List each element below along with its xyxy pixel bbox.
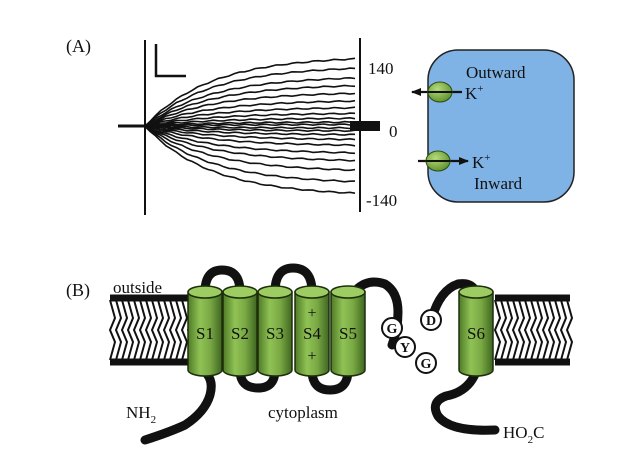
current-trace	[144, 76, 356, 128]
loop-s2-s3	[235, 365, 280, 393]
current-trace	[144, 124, 356, 172]
lipid-tail	[529, 299, 538, 361]
current-traces	[144, 57, 380, 194]
filter-residue-g: G	[381, 317, 403, 339]
lipid-bilayer	[108, 294, 574, 366]
helix-label: S4	[303, 324, 321, 343]
n-terminus-label: NH2	[126, 403, 156, 426]
voltage-label-bottom: -140	[366, 191, 397, 210]
loop-s4-s5	[307, 365, 353, 395]
lipid-tail	[156, 299, 165, 361]
svg-text:D: D	[426, 314, 436, 329]
current-trace	[144, 125, 356, 136]
svg-text:Y: Y	[400, 341, 410, 356]
helix-s2: S2	[222, 285, 258, 377]
lipid-tail	[535, 299, 544, 361]
filter-residue-d: D	[420, 309, 442, 331]
lipid-tail	[547, 299, 556, 361]
lipid-tail	[541, 299, 550, 361]
outward-label: Outward	[466, 63, 526, 82]
lipid-tail	[120, 299, 129, 361]
lipid-tail	[132, 299, 141, 361]
lipid-tail	[565, 299, 574, 361]
voltage-label-top: 140	[368, 59, 394, 78]
inward-ion-label: K+	[472, 152, 491, 172]
cytoplasm-label: cytoplasm	[268, 403, 338, 422]
current-trace	[144, 120, 356, 127]
helix-label: S6	[467, 324, 485, 343]
current-trace	[144, 67, 356, 128]
current-trace	[144, 116, 356, 128]
n-terminus-chain	[140, 367, 216, 445]
scale-bar	[154, 44, 186, 78]
panel-b-label: (B)	[66, 280, 90, 301]
lipid-tail	[517, 299, 526, 361]
s4-charge: +	[307, 348, 316, 365]
lipid-tail	[108, 299, 117, 361]
helix-s4: S4	[294, 285, 330, 377]
inward-label: Inward	[474, 174, 523, 193]
helix-s6: S6	[458, 285, 494, 377]
panel-a-label: (A)	[66, 36, 91, 57]
current-trace	[144, 99, 356, 127]
loop-s1-s2	[200, 265, 245, 297]
current-trace	[144, 124, 356, 162]
lipid-tail	[511, 299, 520, 361]
svg-text:G: G	[421, 357, 432, 372]
current-trace	[144, 125, 356, 155]
current-trace	[144, 57, 356, 127]
c-terminus-label: HO2C	[503, 423, 544, 446]
svg-text:G: G	[387, 322, 398, 337]
lipid-tail	[499, 299, 508, 361]
lipid-tail	[144, 299, 153, 361]
current-trace	[144, 123, 356, 128]
helix-label: S2	[231, 324, 249, 343]
lipid-tail	[505, 299, 514, 361]
selectivity-filter: GYG D	[381, 309, 442, 374]
current-trace	[144, 92, 356, 127]
current-trace	[144, 125, 356, 194]
helix-s1: S1	[187, 285, 223, 377]
current-trace	[144, 84, 356, 127]
outward-ion-label: K+	[465, 83, 484, 103]
s4-charge: +	[307, 305, 316, 322]
current-trace	[144, 106, 356, 127]
current-trace	[144, 125, 356, 141]
helix-label: S3	[266, 324, 284, 343]
lipid-tail	[523, 299, 532, 361]
voltage-label-zero: 0	[389, 122, 398, 141]
current-trace	[144, 124, 356, 130]
current-trace	[144, 125, 356, 183]
trace-tail-block	[350, 121, 380, 131]
outside-label: outside	[113, 278, 162, 297]
lipid-tail	[174, 299, 183, 361]
filter-residue-y: Y	[394, 336, 416, 358]
current-trace	[144, 124, 356, 133]
loop-s3-s4	[270, 263, 317, 297]
helix-s3: S3	[257, 285, 293, 377]
filter-residue-g: G	[415, 352, 437, 374]
helix-label: S5	[339, 324, 357, 343]
lipid-tail	[162, 299, 171, 361]
lipid-tail	[168, 299, 177, 361]
lipid-tail	[126, 299, 135, 361]
current-trace	[144, 125, 356, 147]
lipid-tail	[180, 299, 189, 361]
helix-s5: S5	[330, 285, 366, 377]
protein-backbone	[140, 263, 500, 445]
transmembrane-helices: S1 S2 S3 S4 S5 S6 + +	[187, 285, 494, 377]
lipid-tail	[493, 299, 502, 361]
current-trace	[144, 112, 356, 128]
lipid-tail	[553, 299, 562, 361]
helix-label: S1	[196, 324, 214, 343]
lipid-tail	[150, 299, 159, 361]
lipid-tail	[114, 299, 123, 361]
lipid-tail	[559, 299, 568, 361]
lipid-tail	[138, 299, 147, 361]
c-terminus-chain	[430, 367, 500, 435]
